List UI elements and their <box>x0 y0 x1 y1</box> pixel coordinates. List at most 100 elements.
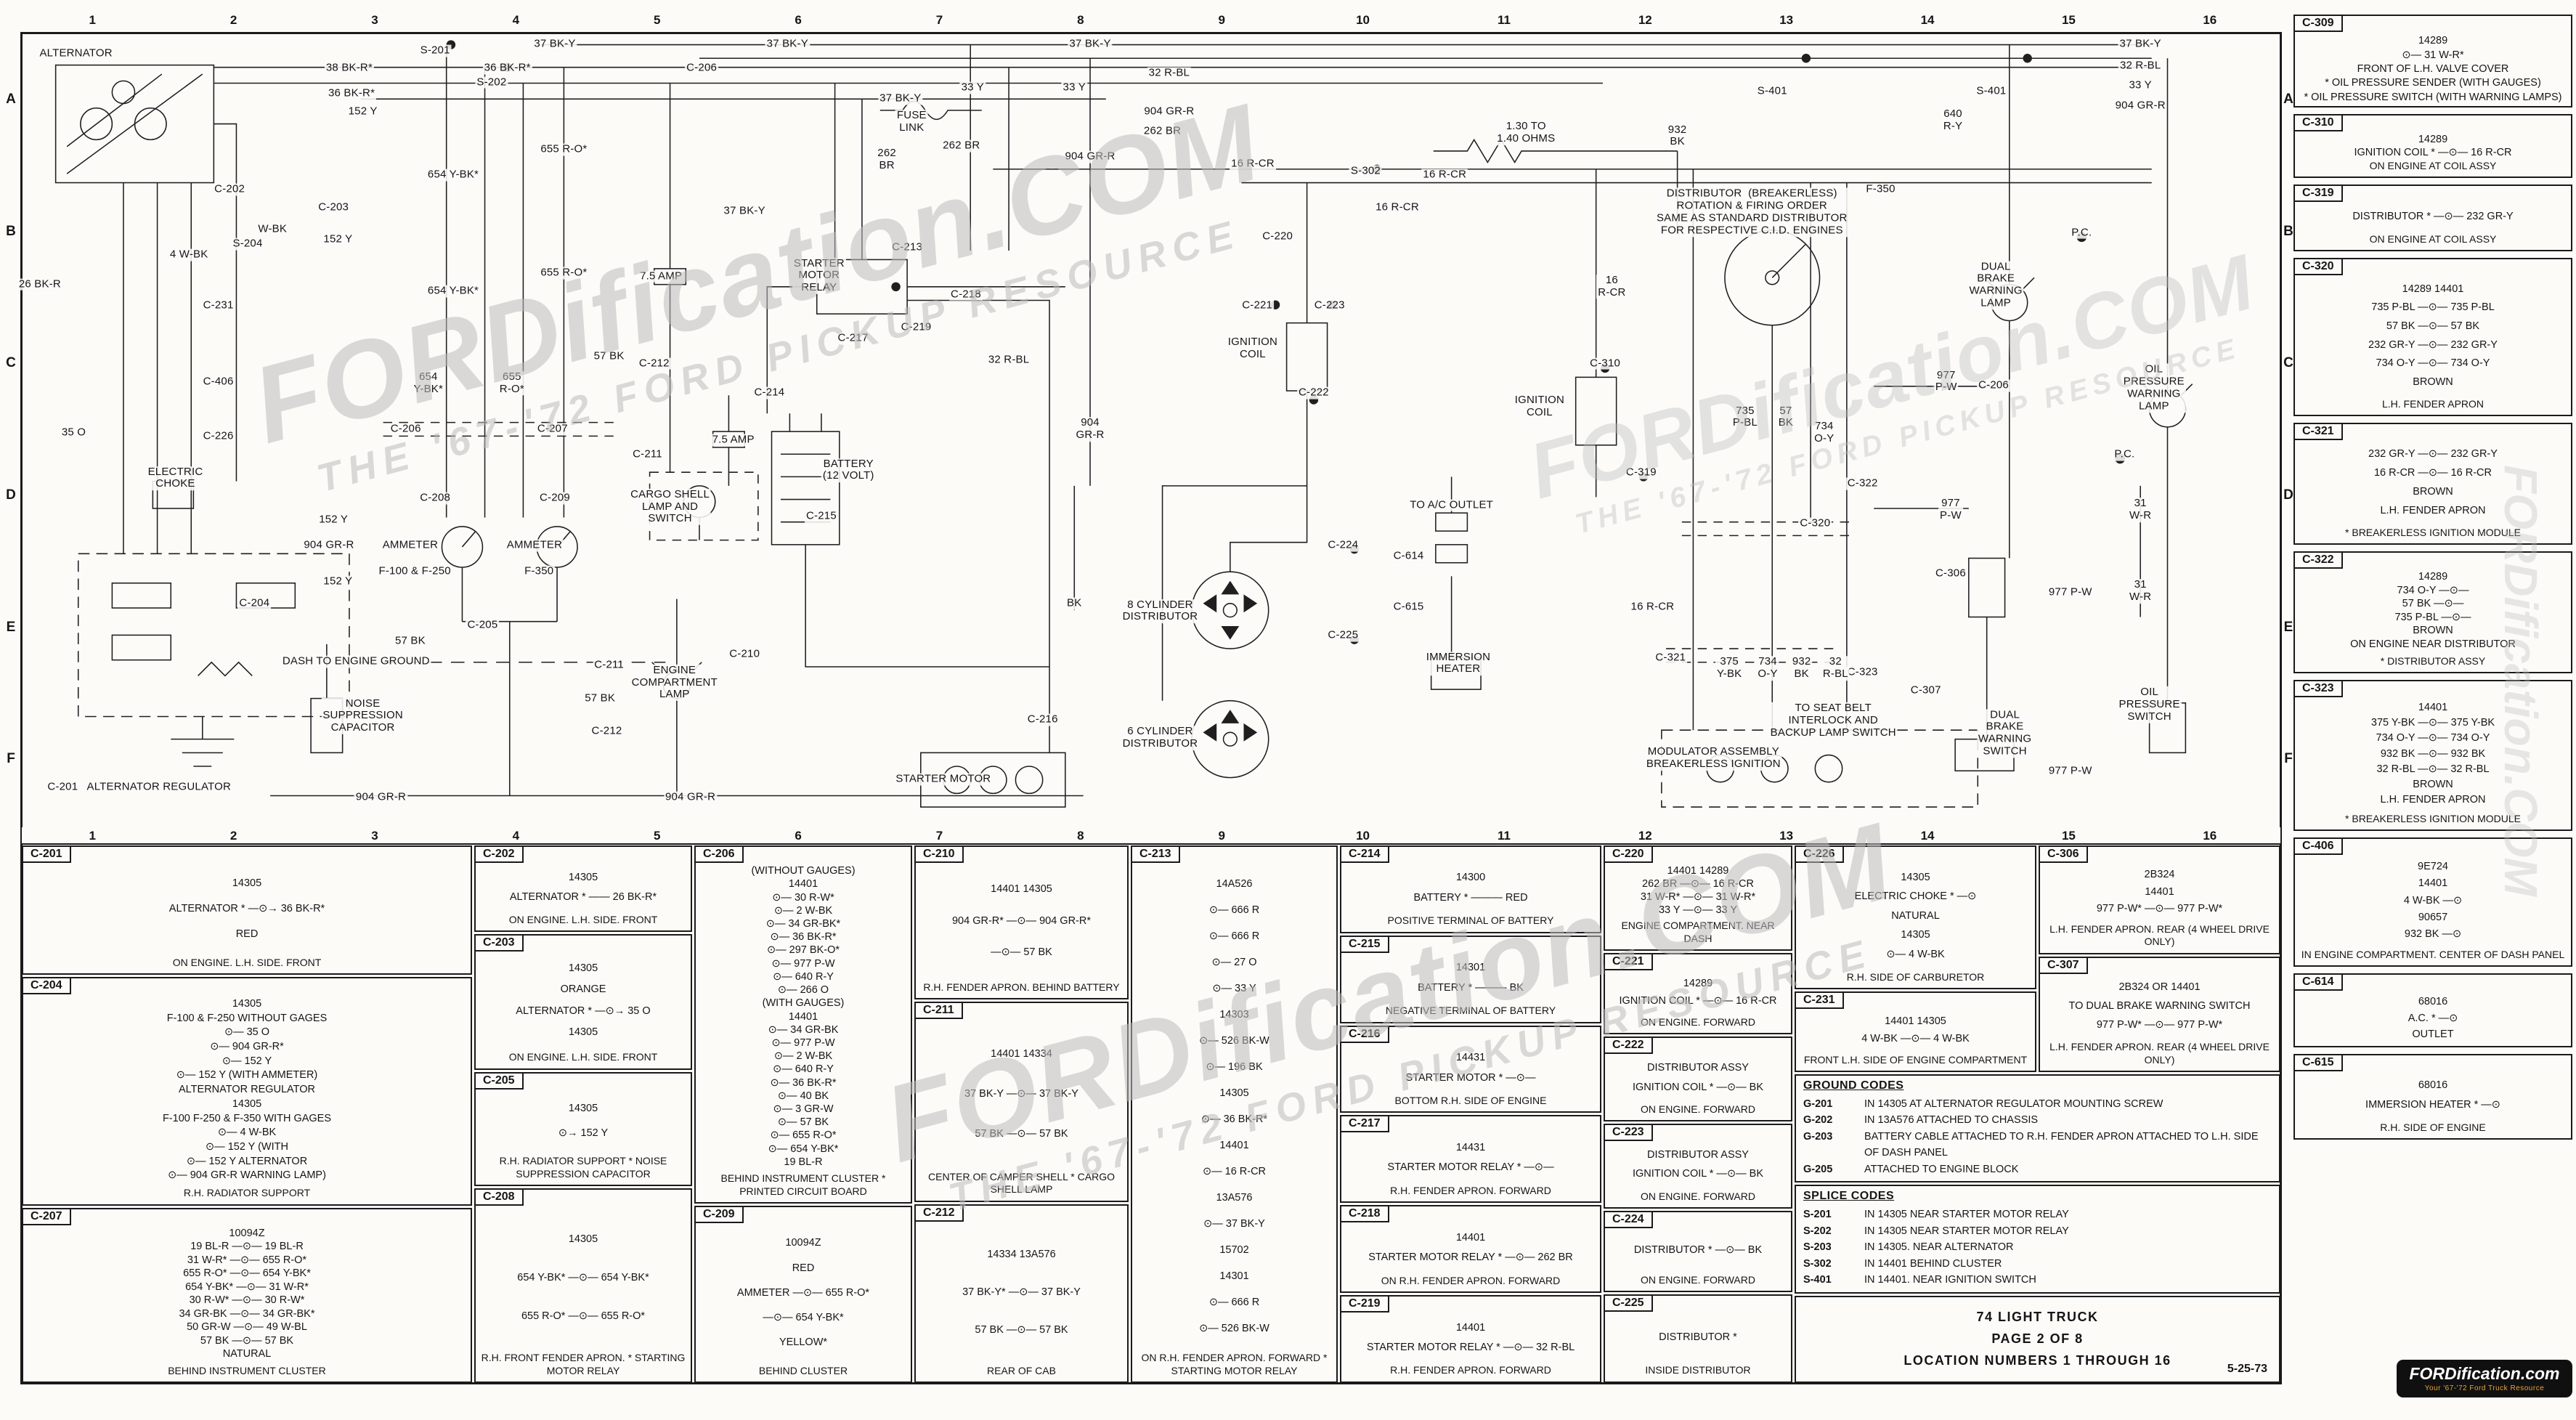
panel-line: 14305 <box>1901 929 1930 941</box>
schematic-label: 734 O-Y <box>1756 655 1779 681</box>
connector-code: C-209 <box>696 1207 744 1224</box>
schematic-label: 36 BK-R* <box>482 61 532 75</box>
panel-line: ⊙— 34 GR-BK* <box>765 917 841 930</box>
schematic-label: 32 R-BL <box>2118 59 2163 73</box>
panel-location: ON ENGINE AT COIL ASSY <box>2369 159 2497 171</box>
schematic-label: DISTRIBUTOR (BREAKERLESS) ROTATION & FIR… <box>1654 187 1849 237</box>
panel-line: 977 P-W* —⊙— 977 P-W* <box>2096 1019 2223 1031</box>
schematic-label: C-201 ALTERNATOR REGULATOR <box>46 780 233 794</box>
schematic-label: 37 BK-Y <box>722 204 767 218</box>
panel-line: F-100 & F-250 WITHOUT GAGES <box>166 1012 328 1024</box>
panel-line: IGNITION COIL * —⊙— BK <box>1633 1168 1763 1180</box>
panel-location: R.H. FENDER APRON. BEHIND BATTERY <box>923 981 1120 993</box>
ruler-number: 6 <box>795 13 802 27</box>
schematic-label: 262 BR <box>941 139 982 153</box>
connector-code: C-215 <box>1341 936 1389 953</box>
panel-line: —⊙— 57 BK <box>991 946 1052 959</box>
panel-line: IMMERSION HEATER * —⊙ <box>2365 1098 2500 1111</box>
panel-line: ALTERNATOR * —⊙→ 35 O <box>516 1005 651 1017</box>
schematic-label: 735 P-BL <box>1731 404 1759 430</box>
schematic-label: C-224 <box>1326 538 1360 552</box>
schematic-label: 654 Y-BK* <box>426 284 481 298</box>
connector-panel-C-206: C-206(WITHOUT GAUGES)14401⊙— 30 R-W*⊙— 2… <box>694 845 912 1204</box>
panel-location: * BREAKERLESS IGNITION MODULE <box>2345 526 2521 538</box>
schematic-label: C-217 <box>836 331 870 345</box>
panel-line: ⊙— 30 R-W* <box>772 891 834 904</box>
panel-line: L.H. FENDER APRON <box>2380 504 2486 516</box>
schematic-label: C-208 <box>418 491 452 505</box>
ruler-number: 13 <box>1779 829 1794 843</box>
schematic-label: 734 O-Y <box>1813 420 1836 446</box>
ruler-number: 12 <box>1638 13 1652 27</box>
edge-letter: F <box>2284 751 2293 767</box>
panel-line: 14305 <box>232 877 262 889</box>
panel-line: 14305 <box>568 1233 598 1245</box>
panel-line: 10094Z <box>229 1227 265 1239</box>
panel-location: ENGINE COMPARTMENT. NEAR DASH <box>1621 920 1775 944</box>
panel-line: 31 W-R* —⊙— 655 R-O* <box>187 1254 307 1266</box>
panel-line: 14401 <box>1219 1139 1249 1151</box>
schematic-label: 977 P-W <box>1933 368 1959 394</box>
sheet-date: 5-25-73 <box>2227 1363 2267 1375</box>
panel-line: 14401 <box>2145 885 2174 898</box>
schematic-label: 37 BK-Y <box>878 92 923 105</box>
schematic-label: 6 CYLINDER DISTRIBUTOR <box>1121 725 1200 750</box>
panel-line: 50 GR-W —⊙— 49 W-BL <box>187 1321 307 1334</box>
sheet-title-line: PAGE 2 OF 8 <box>1991 1331 2084 1347</box>
ruler-number: 4 <box>512 829 520 843</box>
schematic-label: IGNITION COIL <box>1513 394 1567 420</box>
schematic-label: C-202 <box>213 182 247 196</box>
sheet-title-line: LOCATION NUMBERS 1 THROUGH 16 <box>1903 1353 2171 1368</box>
connector-code: C-205 <box>476 1073 524 1090</box>
panel-line: ⊙— 36 BK-R* <box>770 931 837 944</box>
schematic-label: 16 R-CR <box>1596 274 1628 299</box>
code-description: IN 14305 AT ALTERNATOR REGULATOR MOUNTIN… <box>1864 1098 2163 1110</box>
connector-code: C-406 <box>2295 839 2343 855</box>
ruler-number: 5 <box>653 829 661 843</box>
edge-letter: A <box>6 91 16 107</box>
schematic-label: 32 R-BL <box>1821 655 1850 681</box>
panel-line: ⊙— 152 Y <box>222 1055 272 1067</box>
schematic-label: ALTERNATOR <box>38 46 114 60</box>
connector-code: C-202 <box>476 847 524 863</box>
panel-location: R.H. SIDE OF CARBURETOR <box>1846 970 1985 983</box>
panel-line: BROWN <box>2413 625 2453 637</box>
schematic-label: C-210 <box>728 647 762 660</box>
connector-code: C-222 <box>1605 1038 1653 1055</box>
logo-title: FORDification.com <box>2409 1363 2560 1383</box>
connector-code: C-213 <box>1132 847 1180 863</box>
panel-line: 14401 <box>788 878 818 890</box>
schematic-label: S-204 <box>231 237 264 251</box>
schematic-label: 904 GR-R <box>1074 416 1106 442</box>
connector-code: C-322 <box>2295 553 2343 569</box>
panel-line: 37 BK-Y —⊙— 37 BK-Y <box>964 1087 1078 1100</box>
panel-line: * OIL PRESSURE SENDER (WITH GAUGES) <box>2325 77 2541 89</box>
ruler-number: 9 <box>1218 829 1225 843</box>
panel-line: 16 R-CR —⊙— 16 R-CR <box>2373 466 2492 479</box>
panel-line: 14305 <box>568 1103 598 1115</box>
schematic-label: C-406 <box>201 375 235 388</box>
connector-code: C-218 <box>1341 1206 1389 1223</box>
schematic-label: 7.5 AMP <box>710 433 756 447</box>
schematic-label: C-226 <box>201 429 235 443</box>
ruler-number: 14 <box>1920 13 1935 27</box>
panel-line: 90657 <box>2418 911 2448 923</box>
panel-line: 14431 <box>1455 1052 1486 1064</box>
ruler-number: 12 <box>1638 829 1652 843</box>
panel-line: 10094Z <box>785 1237 821 1249</box>
schematic-label: C-219 <box>899 321 933 334</box>
connector-code: C-221 <box>1605 954 1653 971</box>
schematic-label: 152 Y <box>346 105 379 118</box>
schematic-label: C-222 <box>1296 386 1330 399</box>
